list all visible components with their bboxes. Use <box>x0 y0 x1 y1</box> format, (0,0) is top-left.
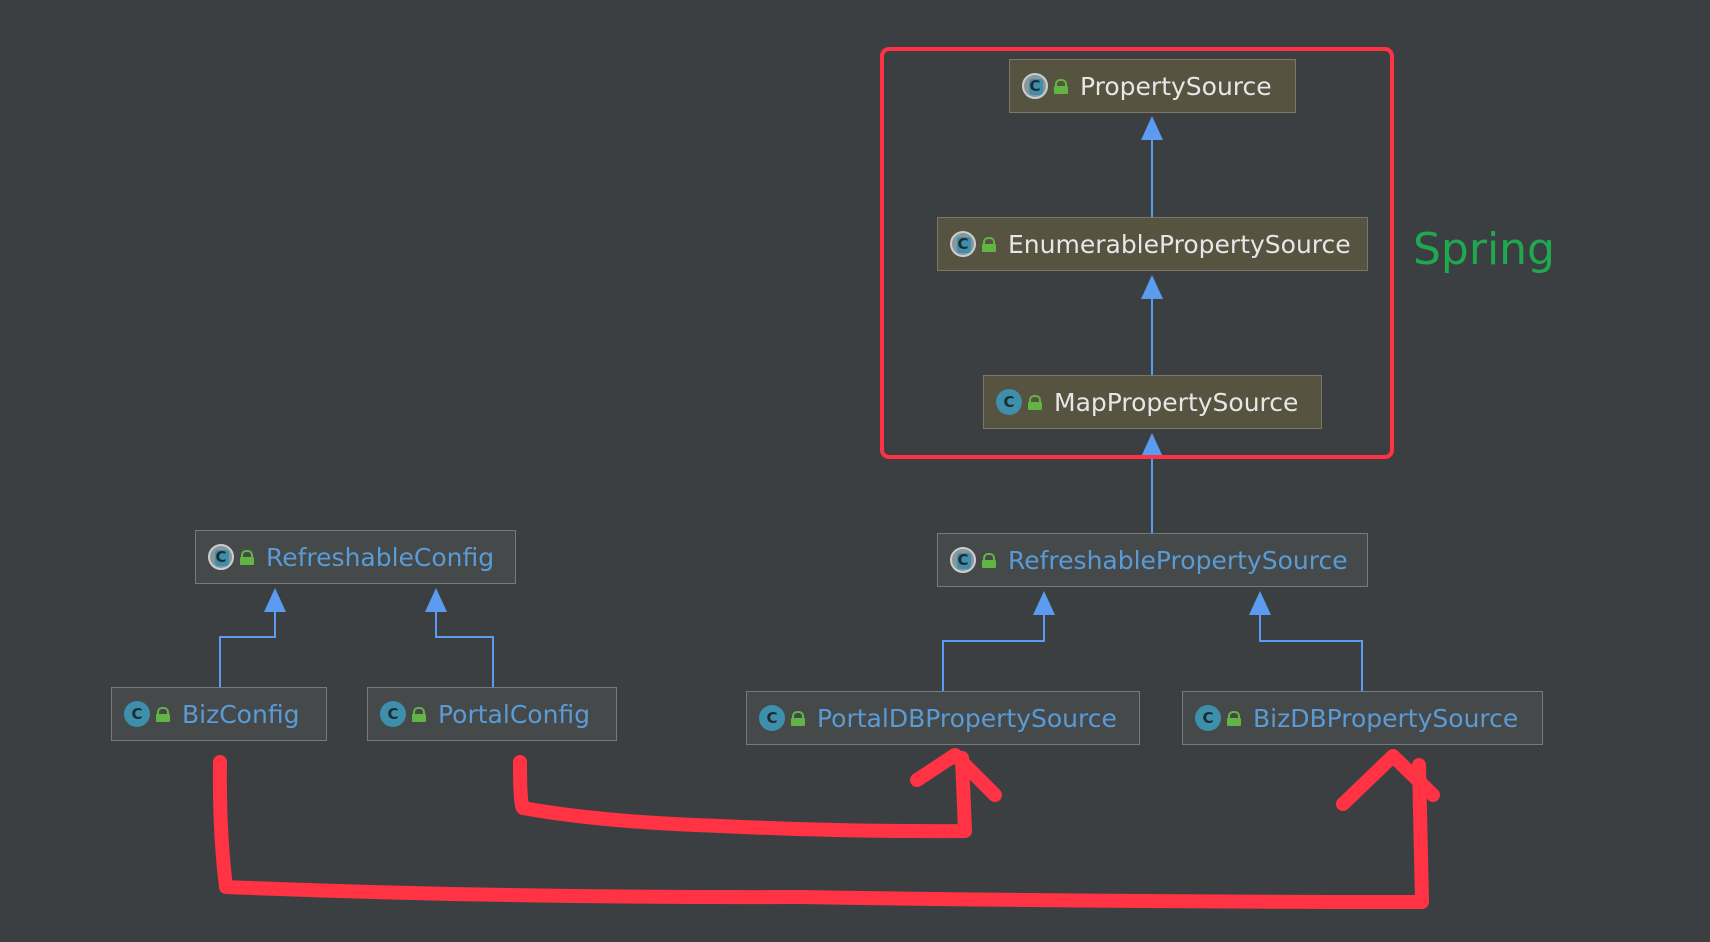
lock-icon <box>1227 710 1241 726</box>
inheritance-arrowheads <box>264 116 1271 615</box>
class-name: RefreshableConfig <box>266 542 495 572</box>
edge-portaldb-to-refreshable <box>942 613 1045 691</box>
class-node-refreshablepropertysource[interactable]: C RefreshablePropertySource <box>937 533 1368 587</box>
lock-icon <box>412 706 426 722</box>
class-name: PortalDBPropertySource <box>817 703 1117 733</box>
lock-icon <box>791 710 805 726</box>
edge-portalconfig-to-refreshableconfig <box>435 609 494 687</box>
class-name: PortalConfig <box>438 699 591 729</box>
abstract-class-icon: C <box>950 547 976 573</box>
class-name: MapPropertySource <box>1054 387 1299 417</box>
lock-icon <box>1054 78 1068 94</box>
class-icon: C <box>759 705 785 731</box>
class-node-refreshableconfig[interactable]: C RefreshableConfig <box>195 530 516 584</box>
annotation-arrowhead-bizdb <box>1336 749 1440 811</box>
edge-bizconfig-to-refreshableconfig <box>219 609 276 687</box>
lock-icon <box>1028 394 1042 410</box>
lock-icon <box>240 549 254 565</box>
arrowhead-propertysource <box>1141 116 1163 140</box>
class-icon: C <box>996 389 1022 415</box>
class-icon: C <box>1195 705 1221 731</box>
annotation-arrowhead-portaldb <box>910 748 1002 802</box>
lock-icon <box>982 236 996 252</box>
class-name: RefreshablePropertySource <box>1008 545 1348 575</box>
class-node-propertysource[interactable]: C PropertySource <box>1009 59 1296 113</box>
abstract-class-icon: C <box>950 231 976 257</box>
arrowhead-refreshableconfig-left <box>264 588 286 612</box>
class-node-mappropertysource[interactable]: C MapPropertySource <box>983 375 1322 429</box>
edge-bizdb-to-refreshable <box>1259 613 1363 691</box>
class-name: EnumerablePropertySource <box>1008 229 1351 259</box>
spring-group-label: Spring <box>1413 224 1555 275</box>
annotation-bizconfig-to-bizdb <box>212 755 1429 909</box>
lock-icon <box>982 552 996 568</box>
inheritance-lines <box>219 135 1363 691</box>
handdrawn-annotations <box>212 748 1440 909</box>
arrowhead-map <box>1141 433 1163 457</box>
abstract-class-icon: C <box>208 544 234 570</box>
class-icon: C <box>124 701 150 727</box>
class-name: PropertySource <box>1080 71 1272 101</box>
arrowhead-refreshableconfig-right <box>425 588 447 612</box>
annotation-portalconfig-to-portaldb <box>513 751 972 839</box>
class-node-bizdbpropertysource[interactable]: C BizDBPropertySource <box>1182 691 1543 745</box>
lock-icon <box>156 706 170 722</box>
class-icon: C <box>380 701 406 727</box>
class-node-bizconfig[interactable]: C BizConfig <box>111 687 327 741</box>
class-node-enumerablepropertysource[interactable]: C EnumerablePropertySource <box>937 217 1368 271</box>
arrowhead-enumerable <box>1141 275 1163 299</box>
arrowhead-refreshable-left <box>1033 591 1055 615</box>
spring-group-box <box>880 47 1394 459</box>
abstract-class-icon: C <box>1022 73 1048 99</box>
class-name: BizDBPropertySource <box>1253 703 1519 733</box>
class-name: BizConfig <box>182 699 300 729</box>
class-node-portalconfig[interactable]: C PortalConfig <box>367 687 617 741</box>
class-node-portaldbpropertysource[interactable]: C PortalDBPropertySource <box>746 691 1140 745</box>
arrowhead-refreshable-right <box>1249 591 1271 615</box>
